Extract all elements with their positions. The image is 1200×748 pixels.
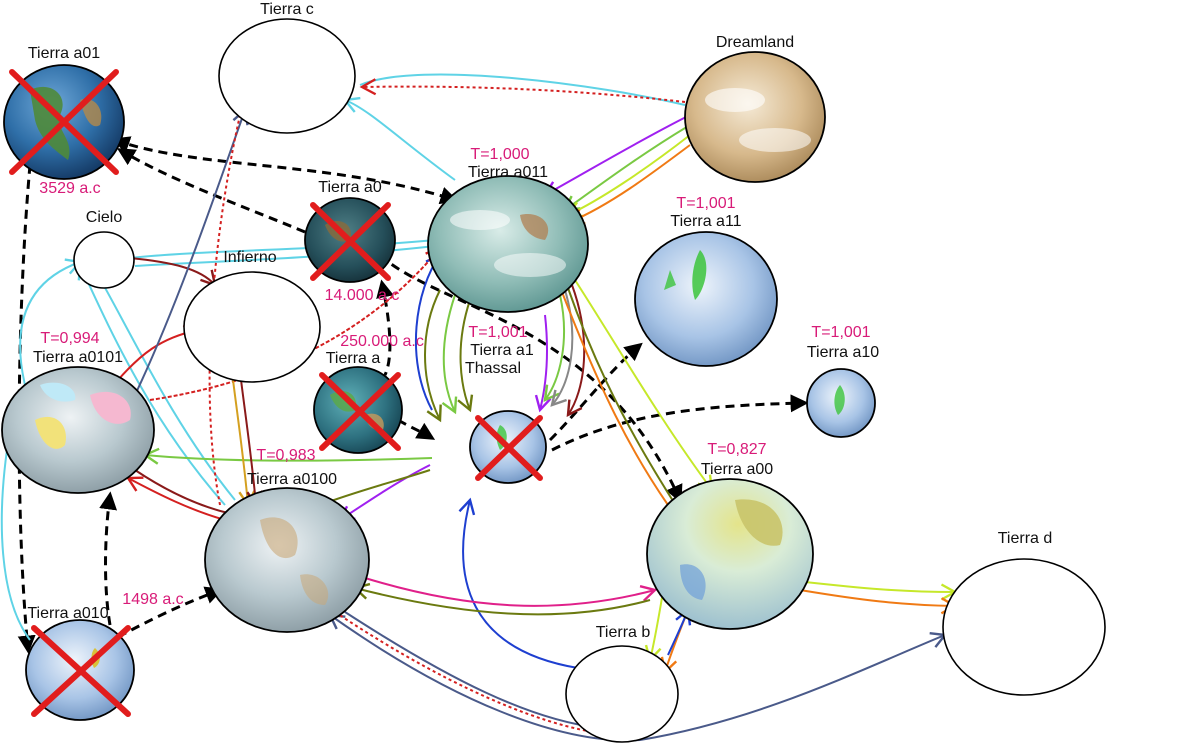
orange-arrow-a011-a00 — [561, 291, 669, 506]
node-name: Tierra a1 — [470, 342, 534, 359]
globe-icon — [635, 232, 777, 366]
node-date: 14.000 a.c — [325, 287, 400, 304]
dashed-arrow-a0-a00 — [378, 253, 683, 504]
darkred-arrow-infierno-a0100 — [239, 371, 264, 508]
node-name: Tierra a010 — [27, 605, 108, 622]
node-name: Tierra a01 — [28, 45, 100, 62]
red-dotted-arrow-a0100-c — [208, 114, 241, 506]
dashed-arrow-a01-a010 — [17, 164, 36, 654]
node-tierra-a010: Tierra a010 1498 a.c — [25, 591, 184, 721]
navy-arrow-a0100-b — [344, 611, 601, 729]
darkred-arrow-cielo-infierno — [129, 257, 217, 287]
node-t-value: T=1,001 — [468, 324, 527, 341]
red-x-cross-icon — [319, 372, 401, 451]
red-x-cross-icon — [9, 69, 119, 175]
darkred-arrow-a011-a1 — [566, 284, 586, 418]
dashed-arrow-a010-a0100 — [117, 586, 224, 639]
olive-arrow-a011-a00 — [567, 287, 684, 518]
node-tierra-c: Tierra c — [218, 1, 356, 134]
node-tierra-a0101: T=0,994 Tierra a0101 — [1, 330, 155, 494]
dashed-arrow-a1-a11 — [548, 342, 643, 442]
node-tierra-a0100: T=0,983 Tierra a0100 — [204, 447, 370, 633]
node-name: Tierra d — [998, 530, 1053, 547]
node-t-value: T=1,001 — [811, 324, 870, 341]
red-x-cross-icon — [475, 415, 543, 481]
dashed-arrow-a010-a0101 — [99, 491, 118, 626]
node-tierra-b: Tierra b — [565, 624, 679, 743]
olive-arrow-a011-a1-1 — [424, 289, 442, 423]
globe-icon — [428, 176, 588, 312]
node-name: Tierra a00 — [701, 461, 773, 478]
node-name: Tierra a0101 — [33, 349, 123, 366]
node-name: Dreamland — [716, 34, 794, 51]
node-tierra-a10: T=1,001 Tierra a10 — [806, 324, 879, 438]
node-name: Tierra a011 — [468, 164, 548, 181]
node-tierra-a00: T=0,827 Tierra a00 — [646, 441, 814, 630]
continent-shape — [80, 99, 102, 127]
green-arrow-dream-a011 — [562, 124, 691, 212]
node-t-value: T=1,000 — [470, 146, 529, 163]
cyan-arrow-a0100-cielo — [77, 262, 226, 506]
node-name: Tierra c — [260, 1, 314, 18]
dashed-arrow-a-a1 — [397, 418, 436, 440]
node-dreamland: Dreamland — [684, 34, 826, 183]
red-arrow-a0101-a0100 — [125, 476, 226, 521]
node-tierra-d: Tierra d — [942, 530, 1106, 696]
node-tierra-a011: T=1,000 Tierra a011 — [427, 146, 589, 313]
cyan-arrow-a011-c — [342, 96, 456, 181]
lime-arrow-a00-d — [804, 581, 958, 601]
node-name: Infierno — [223, 249, 276, 266]
node-t-value: T=0,994 — [40, 330, 99, 347]
orange-arrow-a00-d — [799, 589, 958, 615]
gray-arrow-a011-a1 — [550, 289, 574, 407]
purple-arrow-a011-a1 — [534, 314, 552, 413]
green-arrow-a011-a1-4 — [543, 294, 566, 402]
purple-arrow-dream-a011 — [542, 114, 691, 197]
magenta-arrow-a0100-a00 — [364, 577, 658, 607]
cyan-arrow-a0101-a010 — [0, 429, 31, 641]
dashed-arrow-a01-a011 — [111, 136, 459, 205]
node-tierra-a11: T=1,001 Tierra a11 — [634, 195, 778, 367]
node-date: 250.000 a.c — [340, 333, 424, 350]
red-x-cross-icon — [31, 625, 131, 717]
node-infierno: Infierno — [183, 249, 321, 383]
node-date: 1498 a.c — [122, 591, 183, 608]
node-t-value: T=0,827 — [707, 441, 766, 458]
dashed-arrow-a1-a10 — [551, 394, 809, 452]
node-subtitle: Thassal — [465, 360, 521, 377]
node-tierra-a1: T=1,001 Tierra a1 Thassal — [465, 324, 547, 484]
blue-arrow-a1-a011 — [414, 252, 442, 411]
green-arrow-a011-a1-2 — [441, 294, 458, 415]
node-t-value: T=0,983 — [256, 447, 315, 464]
node-tierra-a01: Tierra a01 3529 a.c — [3, 45, 125, 197]
node-cielo: Cielo — [73, 209, 135, 289]
node-date: 3529 a.c — [39, 180, 100, 197]
node-name: Cielo — [86, 209, 123, 226]
orange-arrow-dream-a011 — [567, 144, 691, 225]
green-arrow-a1-a0101 — [142, 447, 433, 465]
node-name: Tierra a10 — [807, 344, 879, 361]
olive-arrow-a00-a0100 — [352, 582, 651, 616]
node-t-value: T=1,001 — [676, 195, 735, 212]
node-name: Tierra a — [326, 350, 381, 367]
gold-arrow-infierno-a0100 — [231, 371, 256, 508]
dashed-arrow-a0-a01 — [116, 148, 306, 234]
lime-arrow-a011-a00 — [574, 279, 714, 492]
node-name: Tierra a11 — [670, 213, 741, 230]
node-tierra-a0: Tierra a0 14.000 a.c — [304, 179, 400, 304]
darkred-arrow-a0101-a0100 — [134, 469, 229, 514]
continent-shape — [30, 86, 70, 160]
red-x-cross-icon — [310, 202, 391, 281]
node-name: Tierra a0 — [318, 179, 382, 196]
cyan-arrow-a0100-cielo-2 — [94, 269, 236, 501]
cyan-arrow-a0101-cielo — [19, 258, 83, 386]
node-name: Tierra a0100 — [247, 471, 337, 488]
node-name: Tierra b — [596, 624, 651, 641]
olive-arrow-a011-a1-3 — [457, 299, 474, 413]
blue-arrow-b-a1 — [458, 497, 579, 669]
node-tierra-a: 250.000 a.c Tierra a — [313, 333, 424, 454]
